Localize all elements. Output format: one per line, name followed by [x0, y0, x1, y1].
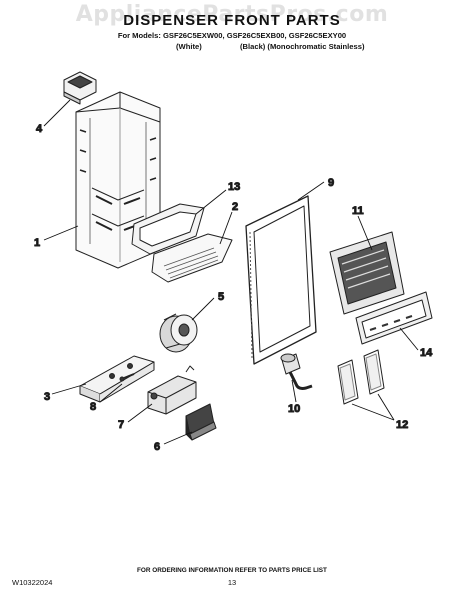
leader-4: [43, 99, 71, 127]
leader-5: [191, 297, 215, 321]
leader-13: [195, 189, 227, 215]
part-7-solenoid: [147, 365, 197, 415]
leader-12b: [377, 393, 395, 421]
callout-12: 12: [396, 419, 408, 431]
part-5-motor: [159, 313, 198, 353]
part-10-fitting: [280, 353, 313, 390]
leader-8: [99, 383, 123, 403]
leader-12a: [351, 403, 395, 421]
leader-9: [297, 181, 325, 201]
part-4-cap: [63, 71, 97, 105]
callout-8: 8: [90, 401, 96, 413]
page-title: DISPENSER FRONT PARTS: [123, 12, 341, 29]
callout-11: 11: [352, 205, 364, 217]
part-8-screw: [119, 373, 135, 382]
leader-11: [357, 215, 373, 251]
callout-1: 1: [34, 237, 40, 249]
part-14-front-panel: [355, 291, 433, 345]
leader-1: [43, 225, 79, 241]
callout-10: 10: [288, 403, 300, 415]
leader-14: [399, 327, 419, 351]
callout-7: 7: [118, 419, 124, 431]
part-13-drip-tray: [131, 203, 205, 255]
part-3-bracket: [79, 355, 155, 403]
part-2-grille: [151, 233, 233, 283]
ordering-note: FOR ORDERING INFORMATION REFER TO PARTS …: [137, 567, 327, 574]
variant-white-label: (White): [176, 42, 202, 51]
part-6-cover: [185, 403, 217, 441]
leader-lines: [43, 99, 419, 445]
model-list: For Models: GSF26C5EXW00, GSF26C5EXB00, …: [117, 31, 347, 40]
leader-2: [219, 211, 233, 245]
part-12-pads: [337, 349, 385, 405]
watermark: AppliancePartsPros.com: [75, 2, 389, 27]
callout-4: 4: [36, 123, 43, 135]
document-number: W10322024: [12, 578, 53, 587]
leader-3: [51, 383, 87, 395]
callout-13: 13: [228, 181, 240, 193]
leader-10: [291, 379, 297, 403]
page-number: 13: [227, 578, 237, 587]
callout-6: 6: [154, 441, 160, 453]
callout-labels: 4 1 13 2 9 11 14 5 3 8 7 6 10 12: [34, 123, 434, 454]
part-9-frame: [245, 195, 317, 365]
leader-6: [163, 431, 193, 445]
part-11-control-board: [329, 145, 405, 315]
leader-7: [127, 403, 153, 423]
callout-5: 5: [218, 291, 224, 303]
callout-2: 2: [232, 201, 238, 213]
callout-14: 14: [420, 347, 433, 359]
variant-black-label: (Black) (Monochromatic Stainless): [240, 42, 365, 51]
callout-3: 3: [44, 391, 50, 403]
callout-9: 9: [328, 177, 334, 189]
